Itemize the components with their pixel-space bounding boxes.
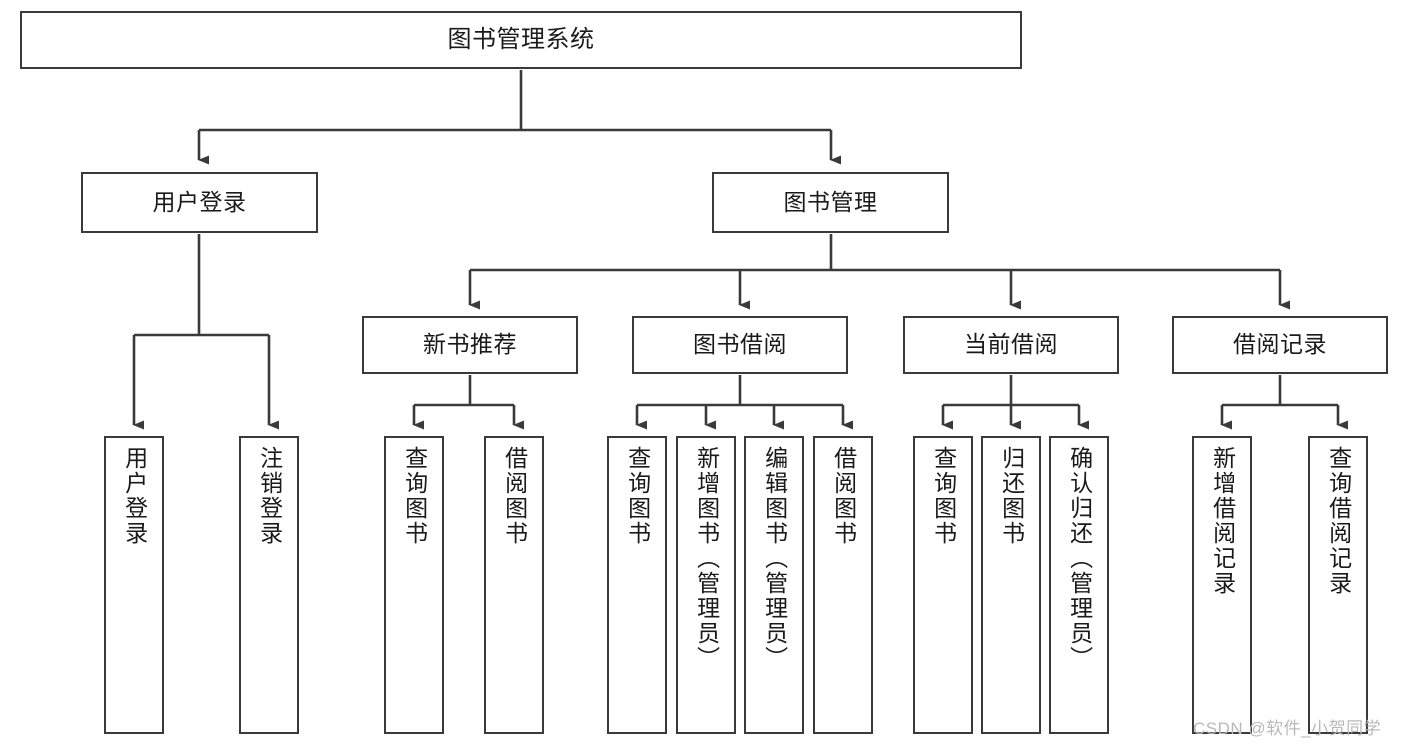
leaf-book-borrow-add: 新增图书（管理员） <box>676 436 736 734</box>
node-root-system: 图书管理系统 <box>20 11 1022 69</box>
node-label: 编辑图书（管理员） <box>761 446 788 671</box>
leaf-borrow-record-add: 新增借阅记录 <box>1192 436 1252 734</box>
node-book-borrow: 图书借阅 <box>632 316 848 374</box>
node-label: 图书管理 <box>783 188 878 215</box>
node-label: 查询图书 <box>930 446 957 546</box>
node-user-login: 用户登录 <box>81 172 318 233</box>
node-label: 新增借阅记录 <box>1209 446 1236 596</box>
leaf-current-borrow-return: 归还图书 <box>981 436 1041 734</box>
leaf-user-login-signin: 用户登录 <box>104 436 164 734</box>
node-label: 借阅图书 <box>830 446 857 546</box>
node-label: 查询图书 <box>624 446 651 546</box>
leaf-current-borrow-confirm: 确认归还（管理员） <box>1049 436 1109 734</box>
node-new-book-recommend: 新书推荐 <box>362 316 578 374</box>
leaf-current-borrow-query: 查询图书 <box>913 436 973 734</box>
node-label: 新增图书（管理员） <box>693 446 720 671</box>
node-label: 查询图书 <box>401 446 428 546</box>
leaf-new-book-query: 查询图书 <box>384 436 444 734</box>
node-label: 用户登录 <box>152 188 247 215</box>
csdn-watermark: CSDN @软件_小贺同学 <box>1193 719 1382 738</box>
leaf-borrow-record-query: 查询借阅记录 <box>1308 436 1368 734</box>
leaf-book-borrow-edit: 编辑图书（管理员） <box>744 436 804 734</box>
node-label: 归还图书 <box>998 446 1025 546</box>
node-label: 注销登录 <box>256 446 283 546</box>
node-label: 当前借阅 <box>964 331 1058 358</box>
node-label: 图书借阅 <box>693 331 787 358</box>
node-current-borrow: 当前借阅 <box>903 316 1119 374</box>
leaf-user-login-signout: 注销登录 <box>239 436 299 734</box>
node-book-management: 图书管理 <box>712 172 949 233</box>
leaf-book-borrow-query: 查询图书 <box>607 436 667 734</box>
node-label: 借阅图书 <box>501 446 528 546</box>
node-label: 用户登录 <box>121 446 148 546</box>
node-label: 确认归还（管理员） <box>1066 446 1093 671</box>
node-label: 图书管理系统 <box>447 25 595 53</box>
leaf-new-book-borrow: 借阅图书 <box>484 436 544 734</box>
node-label: 新书推荐 <box>423 331 517 358</box>
leaf-book-borrow-borrow: 借阅图书 <box>813 436 873 734</box>
node-label: 借阅记录 <box>1233 331 1327 358</box>
node-label: 查询借阅记录 <box>1325 446 1352 596</box>
node-borrow-record: 借阅记录 <box>1172 316 1388 374</box>
